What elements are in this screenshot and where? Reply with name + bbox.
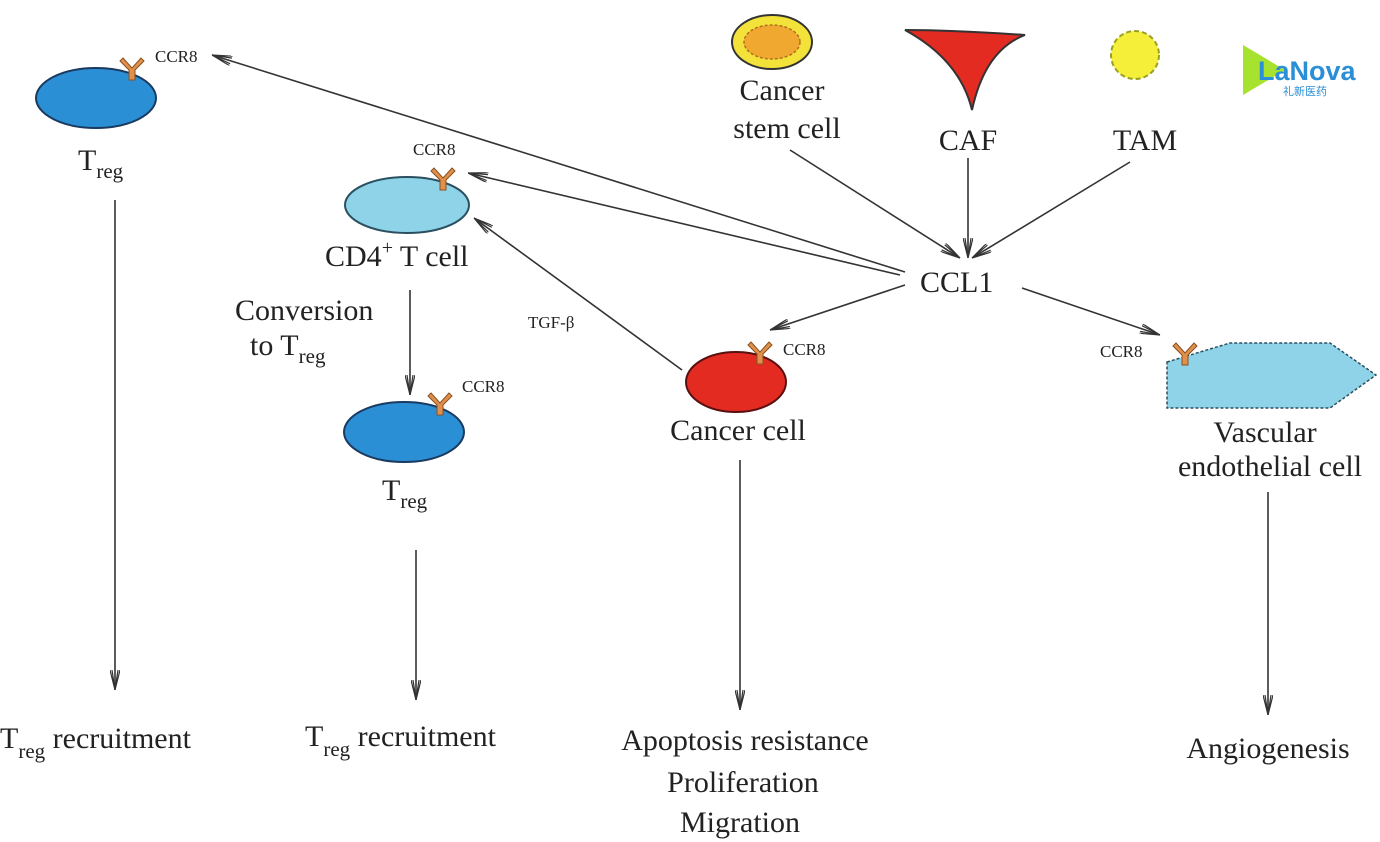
treg-middle-label: Treg <box>382 474 428 513</box>
outcome-apoptosis-resistance: Apoptosis resistance <box>621 724 868 757</box>
logo-text: LaNova <box>1258 56 1357 86</box>
ccl1-label: CCL1 <box>920 266 993 299</box>
conversion-label-2: to Treg <box>250 329 326 368</box>
cd4-label: CD4+ T cell <box>325 237 469 273</box>
tgf-beta-label: TGF-β <box>528 313 574 332</box>
caf-icon <box>904 29 1026 111</box>
outcome-treg-recruitment-1: Treg recruitment <box>0 722 192 763</box>
ccr8-label: CCR8 <box>462 377 505 396</box>
vascular-endothelial-cell: CCR8 Vascular endothelial cell <box>1100 342 1378 483</box>
caf-label: CAF <box>939 124 997 157</box>
outcome-migration: Migration <box>680 806 800 839</box>
csc-label-1: Cancer <box>740 74 825 107</box>
cancer-cell: CCR8 Cancer cell <box>670 340 825 447</box>
tam-icon <box>1110 30 1160 80</box>
endothelial-label-2: endothelial cell <box>1178 450 1362 483</box>
cancer-stem-cell-icon <box>731 14 813 70</box>
ccr8-label: CCR8 <box>783 340 826 359</box>
treg-cell-left: CCR8 Treg <box>35 47 198 183</box>
endothelial-label-1: Vascular <box>1213 416 1316 449</box>
outcome-angiogenesis: Angiogenesis <box>1186 732 1349 765</box>
tam-label: TAM <box>1113 124 1177 157</box>
treg-cell-middle: CCR8 Treg <box>343 377 505 513</box>
ccr8-label: CCR8 <box>1100 342 1143 361</box>
source-labels: Cancer stem cell CAF TAM <box>733 74 1177 157</box>
ccr8-label: CCR8 <box>155 47 198 66</box>
outcome-treg-recruitment-2: Treg recruitment <box>305 720 497 761</box>
outcome-proliferation: Proliferation <box>667 766 819 799</box>
csc-label-2: stem cell <box>733 112 840 145</box>
ccl1-arrows <box>115 54 1268 715</box>
ccr8-label: CCR8 <box>413 140 456 159</box>
conversion-label-1: Conversion <box>235 294 373 327</box>
cancer-cell-label: Cancer cell <box>670 414 806 447</box>
lanova-logo: LaNova 礼新医药 <box>1243 45 1357 98</box>
cd4-t-cell: CCR8 CD4+ T cell <box>325 140 470 273</box>
logo-subtext: 礼新医药 <box>1283 84 1327 98</box>
source-lines <box>789 149 1131 259</box>
treg-left-label: Treg <box>78 144 124 183</box>
